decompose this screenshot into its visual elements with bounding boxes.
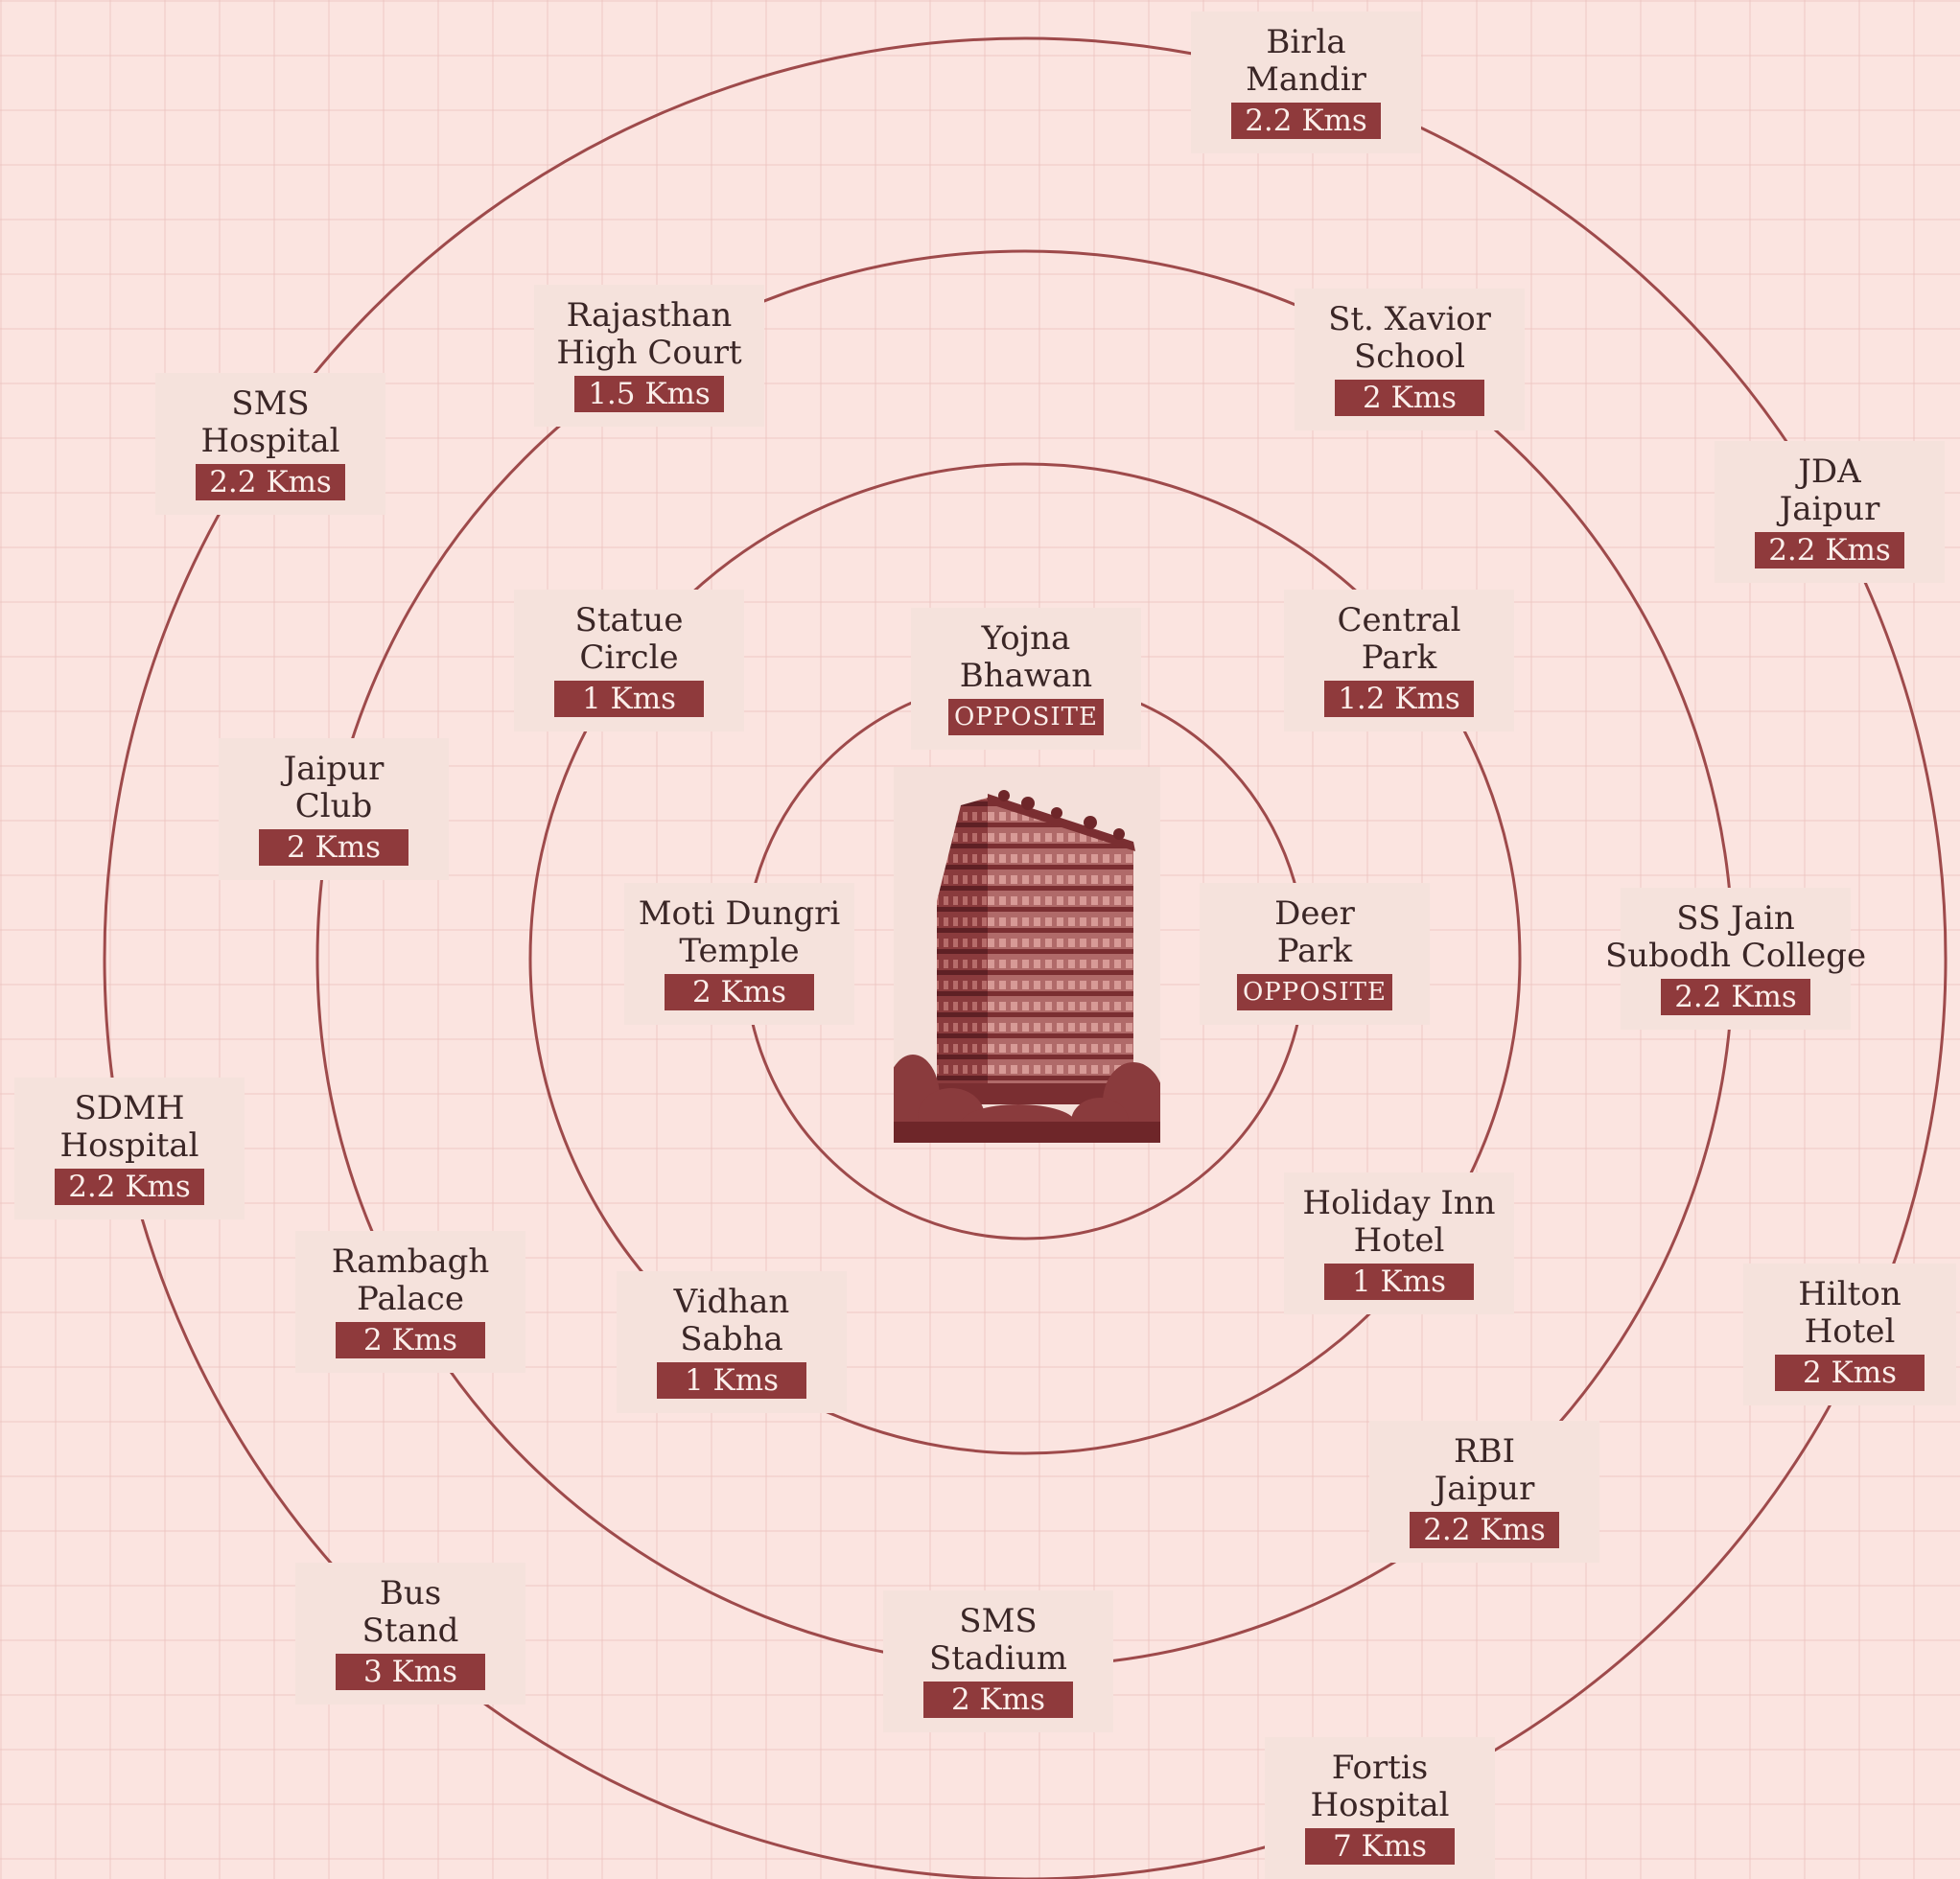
distance-badge: 2 Kms (1335, 380, 1484, 416)
landmark-name: SS Jain (1676, 899, 1795, 938)
landmark-name: Palace (357, 1280, 464, 1318)
landmark-name: RBI (1453, 1432, 1515, 1471)
landmark-name: Jaipur (1779, 490, 1880, 528)
landmark-sms-hospital[interactable]: SMS Hospital 2.2 Kms (155, 373, 385, 515)
landmark-name: Hospital (1310, 1786, 1450, 1824)
landmark-name: Park (1276, 932, 1353, 970)
landmark-name: Yojna (981, 619, 1071, 658)
landmark-name: Hotel (1804, 1312, 1896, 1351)
distance-badge: 2.2 Kms (1231, 103, 1381, 139)
landmark-name: Hospital (200, 422, 340, 460)
landmark-ss-jain-subodh-college[interactable]: SS Jain Subodh College 2.2 Kms (1605, 888, 1866, 1030)
distance-badge: 1.2 Kms (1324, 681, 1474, 717)
landmark-name: Fortis (1331, 1749, 1429, 1787)
landmark-name: Bus (379, 1574, 442, 1612)
distance-badge: 7 Kms (1305, 1828, 1455, 1865)
landmark-deer-park[interactable]: Deer Park OPPOSITE (1200, 883, 1430, 1025)
landmark-name: SDMH (74, 1089, 185, 1127)
distance-badge: 2.2 Kms (1661, 979, 1810, 1015)
landmark-fortis-hospital[interactable]: Fortis Hospital 7 Kms (1265, 1737, 1495, 1879)
landmark-st-xavior-school[interactable]: St. Xavior School 2 Kms (1295, 289, 1525, 430)
landmark-central-park[interactable]: Central Park 1.2 Kms (1284, 590, 1514, 731)
landmark-name: Deer (1274, 894, 1355, 933)
landmark-name: Rambagh (331, 1242, 490, 1281)
ring-4 (103, 36, 1948, 1879)
landmark-name: SMS (959, 1602, 1038, 1640)
landmark-name: School (1353, 337, 1466, 376)
landmark-name: Park (1361, 638, 1437, 677)
distance-badge: 2 Kms (665, 974, 814, 1010)
landmark-name: SMS (231, 384, 310, 423)
landmark-name: St. Xavior (1328, 300, 1491, 338)
distance-badge: 2 Kms (1775, 1355, 1925, 1391)
distance-badge: 2 Kms (923, 1682, 1073, 1718)
landmark-name: Hotel (1353, 1221, 1445, 1260)
landmark-name: Hilton (1798, 1275, 1902, 1313)
distance-badge: OPPOSITE (1236, 974, 1393, 1010)
landmark-name: Jaipur (283, 750, 385, 788)
distance-badge: 2.2 Kms (55, 1169, 204, 1205)
distance-badge: 1 Kms (1324, 1264, 1474, 1300)
distance-badge: OPPOSITE (947, 699, 1105, 735)
landmark-rajasthan-high-court[interactable]: Rajasthan High Court 1.5 Kms (534, 285, 764, 427)
landmark-name: Bhawan (959, 657, 1093, 695)
landmark-name: Stadium (928, 1639, 1067, 1678)
landmark-name: Subodh College (1604, 937, 1867, 975)
ring-2 (528, 462, 1522, 1455)
landmark-name: Rajasthan (566, 296, 733, 335)
distance-badge: 1 Kms (657, 1362, 806, 1399)
landmark-name: Jaipur (1434, 1470, 1535, 1508)
landmark-name: Holiday Inn (1302, 1184, 1496, 1222)
landmark-rbi-jaipur[interactable]: RBI Jaipur 2.2 Kms (1369, 1421, 1599, 1563)
distance-badge: 2.2 Kms (196, 464, 345, 500)
landmark-bus-stand[interactable]: Bus Stand 3 Kms (295, 1563, 525, 1705)
landmark-hilton-hotel[interactable]: Hilton Hotel 2 Kms (1743, 1264, 1956, 1405)
distance-badge: 2 Kms (259, 829, 408, 866)
project-building-image (894, 767, 1160, 1143)
distance-badge: 2.2 Kms (1410, 1512, 1559, 1548)
distance-badge: 3 Kms (336, 1654, 485, 1690)
landmark-yojna-bhawan[interactable]: Yojna Bhawan OPPOSITE (911, 608, 1141, 750)
distance-badge: 2.2 Kms (1755, 532, 1904, 568)
landmark-jaipur-club[interactable]: Jaipur Club 2 Kms (219, 738, 449, 880)
landmark-name: Central (1337, 601, 1461, 639)
landmark-name: Statue (574, 601, 684, 639)
landmark-name: Mandir (1246, 60, 1366, 99)
landmark-jda-jaipur[interactable]: JDA Jaipur 2.2 Kms (1715, 441, 1945, 583)
landmark-name: Temple (679, 932, 800, 970)
landmark-name: High Court (556, 334, 742, 372)
distance-badge: 1 Kms (554, 681, 704, 717)
landmark-name: Birla (1266, 23, 1346, 61)
landmark-name: Hospital (59, 1126, 199, 1165)
landmark-name: Circle (579, 638, 679, 677)
landmark-name: JDA (1798, 452, 1861, 491)
landmark-birla-mandir[interactable]: Birla Mandir 2.2 Kms (1191, 12, 1421, 153)
landmark-name: Club (294, 787, 373, 825)
landmark-name: Moti Dungri (638, 894, 841, 933)
landmark-vidhan-sabha[interactable]: Vidhan Sabha 1 Kms (617, 1271, 847, 1413)
landmark-name: Stand (362, 1612, 459, 1650)
landmark-sdmh-hospital[interactable]: SDMH Hospital 2.2 Kms (14, 1078, 245, 1219)
distance-badge: 1.5 Kms (574, 376, 724, 412)
landmark-statue-circle[interactable]: Statue Circle 1 Kms (514, 590, 744, 731)
landmark-moti-dungri-temple[interactable]: Moti Dungri Temple 2 Kms (624, 883, 854, 1025)
distance-badge: 2 Kms (336, 1322, 485, 1358)
landmark-name: Sabha (680, 1320, 783, 1358)
landmark-rambagh-palace[interactable]: Rambagh Palace 2 Kms (295, 1231, 525, 1373)
landmark-name: Vidhan (673, 1283, 790, 1321)
landmark-holiday-inn-hotel[interactable]: Holiday Inn Hotel 1 Kms (1284, 1172, 1514, 1314)
landmark-sms-stadium[interactable]: SMS Stadium 2 Kms (883, 1590, 1113, 1732)
